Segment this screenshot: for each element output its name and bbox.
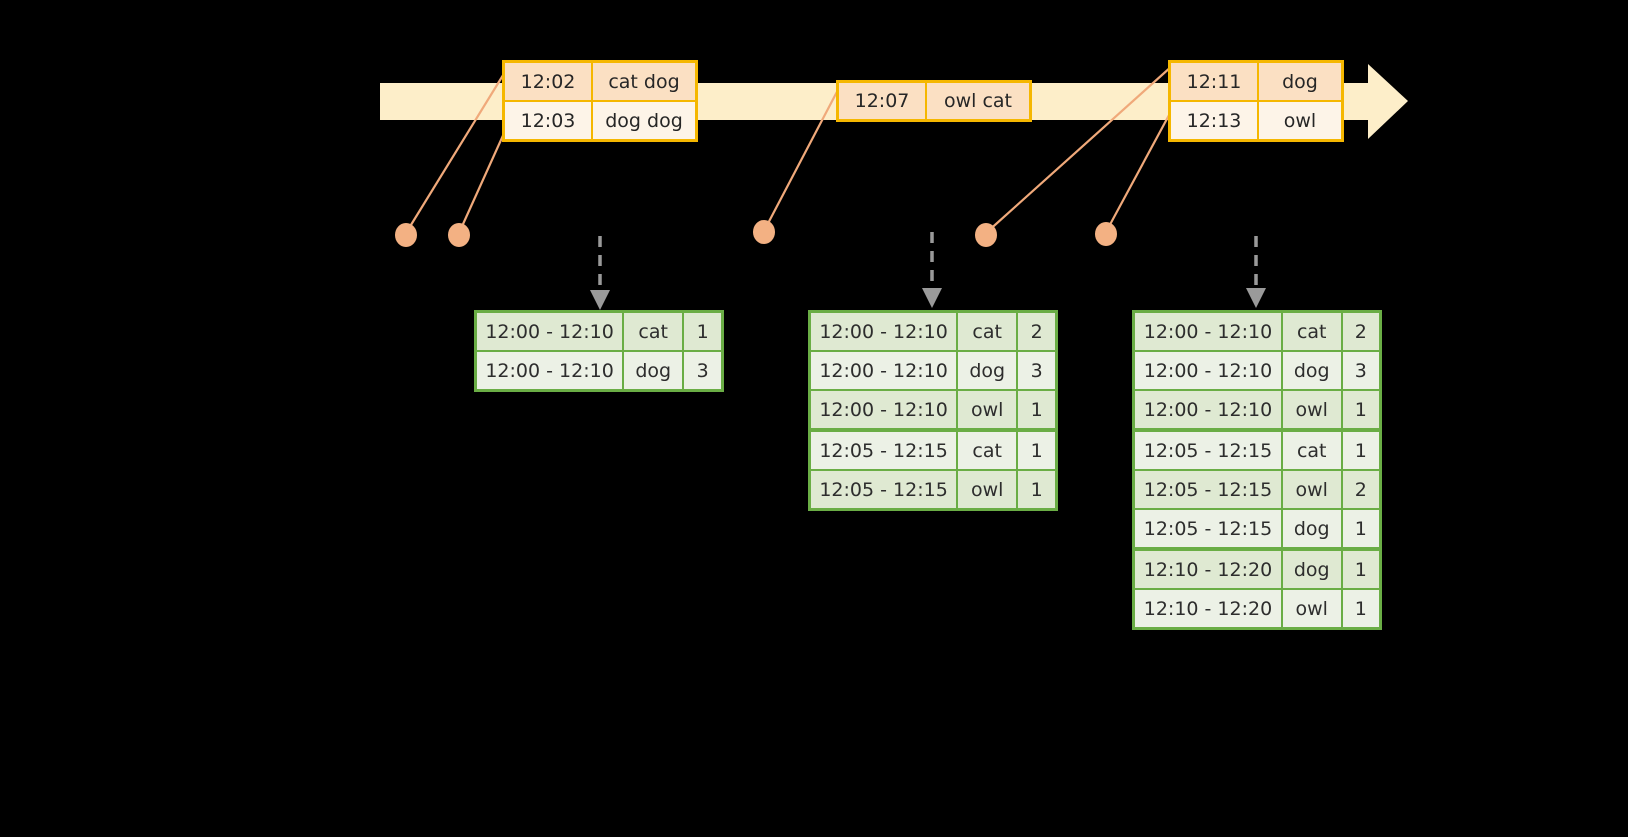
event-words: cat dog <box>608 70 680 93</box>
window-cell: 12:00 - 12:10 <box>1135 352 1281 389</box>
event-time: 12:03 <box>505 102 593 139</box>
count-cell: 1 <box>1342 510 1379 547</box>
table-row: 12:05 - 12:15 dog 1 <box>1135 510 1379 547</box>
event-dot-5 <box>1095 222 1117 246</box>
connector-line-5 <box>1105 103 1176 233</box>
table-row: 12:00 - 12:10 owl 1 <box>811 391 1055 428</box>
event-words: owl <box>1283 109 1317 132</box>
connector-line-3 <box>763 85 841 232</box>
event-dot-2 <box>448 223 470 247</box>
table-row: 12:05 - 12:15 owl 2 <box>1135 471 1379 508</box>
count-cell: 3 <box>1018 352 1055 389</box>
table-row: 12:00 - 12:10 cat 2 <box>1135 313 1379 350</box>
table-row: 12:10 - 12:20 owl 1 <box>1135 590 1379 627</box>
event-row: 12:02 cat dog <box>505 63 695 100</box>
window-cell: 12:05 - 12:15 <box>1135 510 1281 547</box>
count-cell: 1 <box>1018 432 1055 469</box>
connector-line-1 <box>405 71 506 234</box>
window-cell: 12:00 - 12:10 <box>1135 391 1281 428</box>
event-words: owl cat <box>943 90 1013 112</box>
word-cell: owl <box>958 391 1017 428</box>
word-cell: cat <box>1282 432 1341 469</box>
event-row: 12:13 owl <box>1171 100 1341 139</box>
table-row: 12:05 - 12:15 cat 1 <box>1135 432 1379 469</box>
window-cell: 12:00 - 12:10 <box>477 352 623 389</box>
count-cell: 2 <box>1342 313 1379 350</box>
table-row: 12:05 - 12:15 cat 1 <box>811 432 1055 469</box>
window-cell: 12:10 - 12:20 <box>1135 590 1281 627</box>
result-table-3[interactable]: 12:00 - 12:10 cat 2 12:00 - 12:10 dog 3 … <box>1132 310 1382 630</box>
result-arrow-head-3 <box>1246 288 1266 308</box>
word-cell: dog <box>1282 551 1341 588</box>
word-cell: owl <box>958 471 1017 508</box>
count-cell: 1 <box>1342 590 1379 627</box>
word-cell: cat <box>958 313 1017 350</box>
count-cell: 1 <box>1342 391 1379 428</box>
event-dot-1 <box>395 223 417 247</box>
table-row: 12:00 - 12:10 owl 1 <box>1135 391 1379 428</box>
count-cell: 1 <box>1018 391 1055 428</box>
event-dot-3 <box>753 220 775 244</box>
result-arrow-head-2 <box>922 288 942 308</box>
word-cell: owl <box>1282 471 1341 508</box>
word-cell: owl <box>1282 590 1341 627</box>
event-row: 12:11 dog <box>1171 63 1341 100</box>
word-cell: dog <box>958 352 1017 389</box>
table-row: 12:10 - 12:20 dog 1 <box>1135 551 1379 588</box>
word-cell: cat <box>624 313 683 350</box>
table-row: 12:05 - 12:15 owl 1 <box>811 471 1055 508</box>
event-dots <box>395 220 1117 247</box>
window-cell: 12:05 - 12:15 <box>811 471 957 508</box>
window-cell: 12:05 - 12:15 <box>811 432 957 469</box>
result-table-1[interactable]: 12:00 - 12:10 cat 1 12:00 - 12:10 dog 3 <box>474 310 724 392</box>
window-cell: 12:00 - 12:10 <box>477 313 623 350</box>
window-cell: 12:00 - 12:10 <box>811 391 957 428</box>
result-arrow-head-1 <box>590 290 610 310</box>
table-row: 12:00 - 12:10 cat 2 <box>811 313 1055 350</box>
event-words: dog dog <box>605 109 683 132</box>
window-cell: 12:00 - 12:10 <box>811 313 957 350</box>
event-time: 12:02 <box>505 63 593 100</box>
table-row: 12:00 - 12:10 dog 3 <box>1135 352 1379 389</box>
event-time: 12:11 <box>1171 63 1259 100</box>
result-table-2[interactable]: 12:00 - 12:10 cat 2 12:00 - 12:10 dog 3 … <box>808 310 1058 511</box>
count-cell: 1 <box>1018 471 1055 508</box>
connector-line-2 <box>457 119 512 234</box>
event-row: 12:03 dog dog <box>505 100 695 139</box>
result-arrow-heads <box>590 288 1266 310</box>
window-cell: 12:05 - 12:15 <box>1135 432 1281 469</box>
table-row: 12:00 - 12:10 cat 1 <box>477 313 721 350</box>
word-cell: owl <box>1282 391 1341 428</box>
result-arrows <box>598 232 1258 290</box>
event-words: dog <box>1282 70 1318 93</box>
count-cell: 2 <box>1018 313 1055 350</box>
window-cell: 12:00 - 12:10 <box>811 352 957 389</box>
event-box-1[interactable]: 12:02 cat dog 12:03 dog dog <box>502 60 698 142</box>
count-cell: 3 <box>684 352 721 389</box>
word-cell: cat <box>1282 313 1341 350</box>
count-cell: 1 <box>1342 432 1379 469</box>
connector-lines <box>405 65 1176 234</box>
word-cell: dog <box>1282 510 1341 547</box>
word-cell: dog <box>624 352 683 389</box>
event-dot-4 <box>975 223 997 247</box>
count-cell: 3 <box>1342 352 1379 389</box>
table-row: 12:00 - 12:10 dog 3 <box>477 352 721 389</box>
event-time: 12:13 <box>1171 102 1259 139</box>
event-time: 12:07 <box>839 83 927 119</box>
word-cell: dog <box>1282 352 1341 389</box>
event-box-3[interactable]: 12:11 dog 12:13 owl <box>1168 60 1344 142</box>
event-row: 12:07 owl cat <box>839 83 1029 119</box>
window-cell: 12:10 - 12:20 <box>1135 551 1281 588</box>
connector-line-4 <box>985 65 1173 234</box>
count-cell: 1 <box>684 313 721 350</box>
window-cell: 12:05 - 12:15 <box>1135 471 1281 508</box>
count-cell: 1 <box>1342 551 1379 588</box>
table-row: 12:00 - 12:10 dog 3 <box>811 352 1055 389</box>
event-box-2[interactable]: 12:07 owl cat <box>836 80 1032 122</box>
count-cell: 2 <box>1342 471 1379 508</box>
word-cell: cat <box>958 432 1017 469</box>
window-cell: 12:00 - 12:10 <box>1135 313 1281 350</box>
